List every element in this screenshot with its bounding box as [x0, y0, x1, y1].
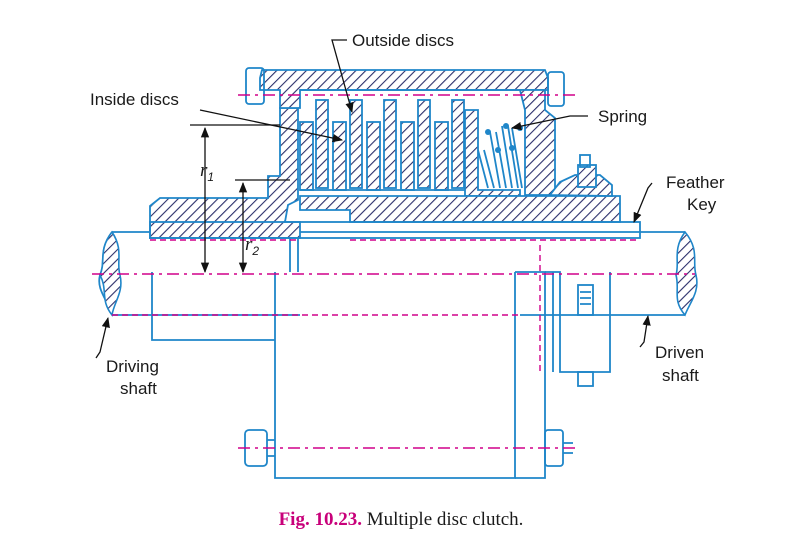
dimension-r2 — [235, 179, 290, 274]
label-outside-discs: Outside discs — [352, 31, 454, 50]
label-driving: Driving — [106, 357, 159, 376]
leader-driving-shaft — [95, 316, 110, 359]
spring — [477, 123, 523, 189]
label-spring: Spring — [598, 107, 647, 126]
leader-inside-discs — [199, 109, 344, 143]
feather-key — [149, 221, 641, 272]
clutch-body-lower — [151, 271, 611, 479]
collar — [548, 154, 613, 197]
r1-symbol: r1 — [200, 160, 214, 184]
outer-drum — [245, 67, 565, 196]
leader-spring — [510, 115, 588, 131]
label-feather: Feather — [666, 173, 725, 192]
label-key: Key — [687, 195, 717, 214]
leader-feather-key — [633, 182, 653, 223]
caption-number: Fig. 10.23. — [279, 509, 362, 530]
centerlines — [92, 94, 695, 449]
caption-text: Multiple disc clutch. — [362, 509, 523, 530]
leader-driven-shaft — [639, 314, 651, 348]
label-inside-discs: Inside discs — [90, 90, 179, 109]
figure-caption: Fig. 10.23. Multiple disc clutch. — [279, 509, 524, 530]
dimension-r1 — [190, 124, 280, 274]
label-driven-shaft: shaft — [662, 366, 699, 385]
inside-discs — [299, 121, 449, 191]
driving-hub — [149, 107, 301, 239]
label-driving-shaft: shaft — [120, 379, 157, 398]
leader-outside-discs — [331, 39, 354, 114]
label-driven: Driven — [655, 343, 704, 362]
r2-symbol: r2 — [245, 234, 259, 258]
outside-discs — [315, 99, 465, 189]
